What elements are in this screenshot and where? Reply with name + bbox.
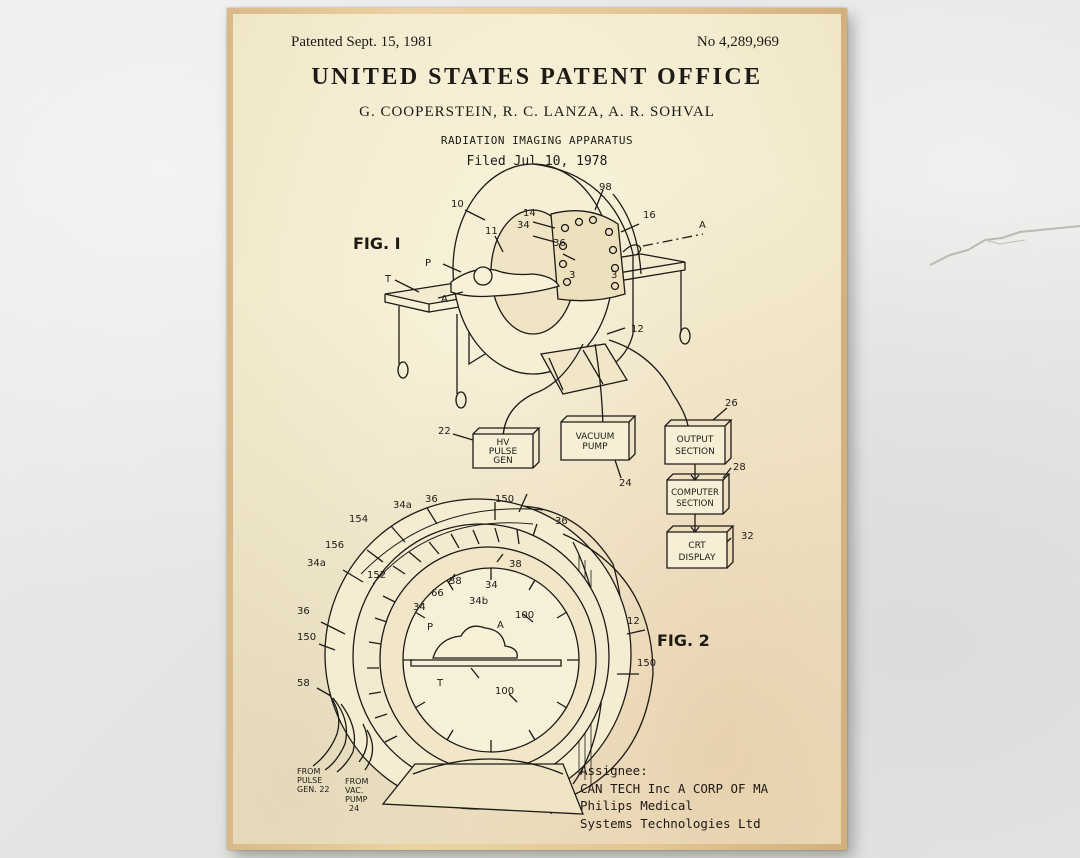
ref-P: P bbox=[425, 258, 431, 269]
vacuum-pump-box: VACUUM PUMP bbox=[576, 432, 615, 452]
svg-text:PUMP: PUMP bbox=[582, 442, 608, 452]
svg-text:24: 24 bbox=[349, 804, 359, 813]
ref2-34a-top: 34a bbox=[393, 500, 412, 511]
ref-16: 16 bbox=[643, 210, 656, 221]
ref2-150-left: 150 bbox=[297, 632, 316, 643]
assignee-line: Systems Technologies Ltd bbox=[580, 815, 761, 831]
fig1-label: FIG. I bbox=[353, 234, 401, 253]
ref-11: 11 bbox=[485, 226, 498, 237]
svg-text:PULSE: PULSE bbox=[489, 447, 518, 457]
ref-14: 14 bbox=[523, 208, 536, 219]
ref-36: 36 bbox=[553, 238, 566, 249]
ref-34: 34 bbox=[517, 220, 530, 231]
patent-poster: Patented Sept. 15, 1981 No 4,289,969 UNI… bbox=[233, 14, 841, 844]
filed-date: Filed Jul 10, 1978 bbox=[466, 154, 608, 169]
patent-drawing: FIG. I FIG. 2 10 11 98 14 34 16 36 A P T… bbox=[297, 163, 754, 815]
assignee-heading: Assignee: bbox=[580, 763, 648, 778]
assignee-block: Assignee: CAN TECH Inc A CORP OF MA Phil… bbox=[580, 762, 768, 832]
svg-text:OUTPUT: OUTPUT bbox=[677, 435, 714, 445]
ref-A-axis: A bbox=[699, 220, 706, 231]
ref2-38b: 38 bbox=[509, 559, 522, 570]
ref2-152: 152 bbox=[367, 570, 386, 581]
svg-text:VAC.: VAC. bbox=[345, 786, 363, 795]
ref-12: 12 bbox=[631, 324, 644, 335]
ref-26: 26 bbox=[725, 398, 738, 409]
svg-text:CRT: CRT bbox=[688, 541, 706, 551]
assignee-line: Philips Medical bbox=[580, 798, 693, 813]
ref-3b: 3 bbox=[611, 270, 617, 281]
fig2-label: FIG. 2 bbox=[657, 631, 710, 650]
ref2-154: 154 bbox=[349, 514, 368, 525]
svg-text:HV: HV bbox=[497, 438, 511, 448]
ref2-A: A bbox=[497, 620, 504, 631]
svg-text:DISPLAY: DISPLAY bbox=[679, 553, 716, 563]
ref2-66: 66 bbox=[431, 588, 444, 599]
svg-text:PULSE: PULSE bbox=[297, 776, 322, 785]
computer-section-box: COMPUTER SECTION bbox=[671, 488, 719, 509]
ref2-150-right: 150 bbox=[637, 658, 656, 669]
ref2-58: 58 bbox=[297, 678, 310, 689]
svg-text:SECTION: SECTION bbox=[675, 447, 715, 457]
svg-text:COMPUTER: COMPUTER bbox=[671, 488, 719, 498]
ref2-150-top: 150 bbox=[495, 494, 514, 505]
ref2-38a: 38 bbox=[449, 576, 462, 587]
ref2-34b-sub: 34b bbox=[469, 596, 488, 607]
ref-32: 32 bbox=[741, 531, 754, 542]
from-pulse-label: FROM PULSE GEN. 22 bbox=[297, 767, 330, 794]
svg-text:GEN. 22: GEN. 22 bbox=[297, 785, 330, 794]
svg-text:FROM: FROM bbox=[297, 767, 320, 776]
ref-A: A bbox=[441, 294, 448, 305]
ref-22: 22 bbox=[438, 426, 451, 437]
from-vac-label: FROM VAC. PUMP 24 bbox=[345, 777, 368, 813]
ref2-12: 12 bbox=[627, 616, 640, 627]
ref2-36-top: 36 bbox=[425, 494, 438, 505]
ref-98: 98 bbox=[599, 182, 612, 193]
ref-3a: 3 bbox=[569, 270, 575, 281]
ref-10: 10 bbox=[451, 199, 464, 210]
svg-text:GEN: GEN bbox=[493, 456, 512, 466]
patent-number: No 4,289,969 bbox=[696, 34, 779, 50]
svg-text:VACUUM: VACUUM bbox=[576, 432, 615, 442]
fig1-illustration bbox=[384, 163, 735, 569]
ref2-P: P bbox=[427, 622, 433, 633]
svg-text:FROM: FROM bbox=[345, 777, 368, 786]
ref-28: 28 bbox=[733, 462, 746, 473]
ref2-34b: 34 bbox=[485, 580, 498, 591]
wall-crack bbox=[930, 225, 1080, 266]
ref2-34a: 34 bbox=[413, 602, 426, 613]
office-title: UNITED STATES PATENT OFFICE bbox=[311, 64, 763, 90]
figure-labels: FIG. I FIG. 2 10 11 98 14 34 16 36 A P T… bbox=[297, 182, 754, 813]
crt-display-box: CRT DISPLAY bbox=[679, 541, 716, 563]
ref2-156: 156 bbox=[325, 540, 344, 551]
ref2-34a-left: 34a bbox=[307, 558, 326, 569]
assignee-line: CAN TECH Inc A CORP OF MA bbox=[580, 780, 769, 796]
ref2-36-left: 36 bbox=[297, 606, 310, 617]
ref-T: T bbox=[384, 274, 392, 285]
svg-text:PUMP: PUMP bbox=[345, 795, 368, 804]
ref-24: 24 bbox=[619, 478, 632, 489]
ref2-36-right: 36 bbox=[555, 516, 568, 527]
fig2-illustration bbox=[312, 493, 654, 815]
output-section-box: OUTPUT SECTION bbox=[675, 435, 715, 457]
patented-date: Patented Sept. 15, 1981 bbox=[291, 34, 434, 50]
ref2-100-bottom: 100 bbox=[495, 686, 514, 697]
ref2-100-top: 100 bbox=[515, 610, 534, 621]
inventors: G. COOPERSTEIN, R. C. LANZA, A. R. SOHVA… bbox=[359, 104, 715, 120]
invention-title: RADIATION IMAGING APPARATUS bbox=[440, 134, 634, 147]
ref2-T: T bbox=[436, 678, 444, 689]
hv-pulse-gen-box: HV PULSE GEN bbox=[489, 438, 518, 466]
svg-text:SECTION: SECTION bbox=[676, 499, 713, 509]
